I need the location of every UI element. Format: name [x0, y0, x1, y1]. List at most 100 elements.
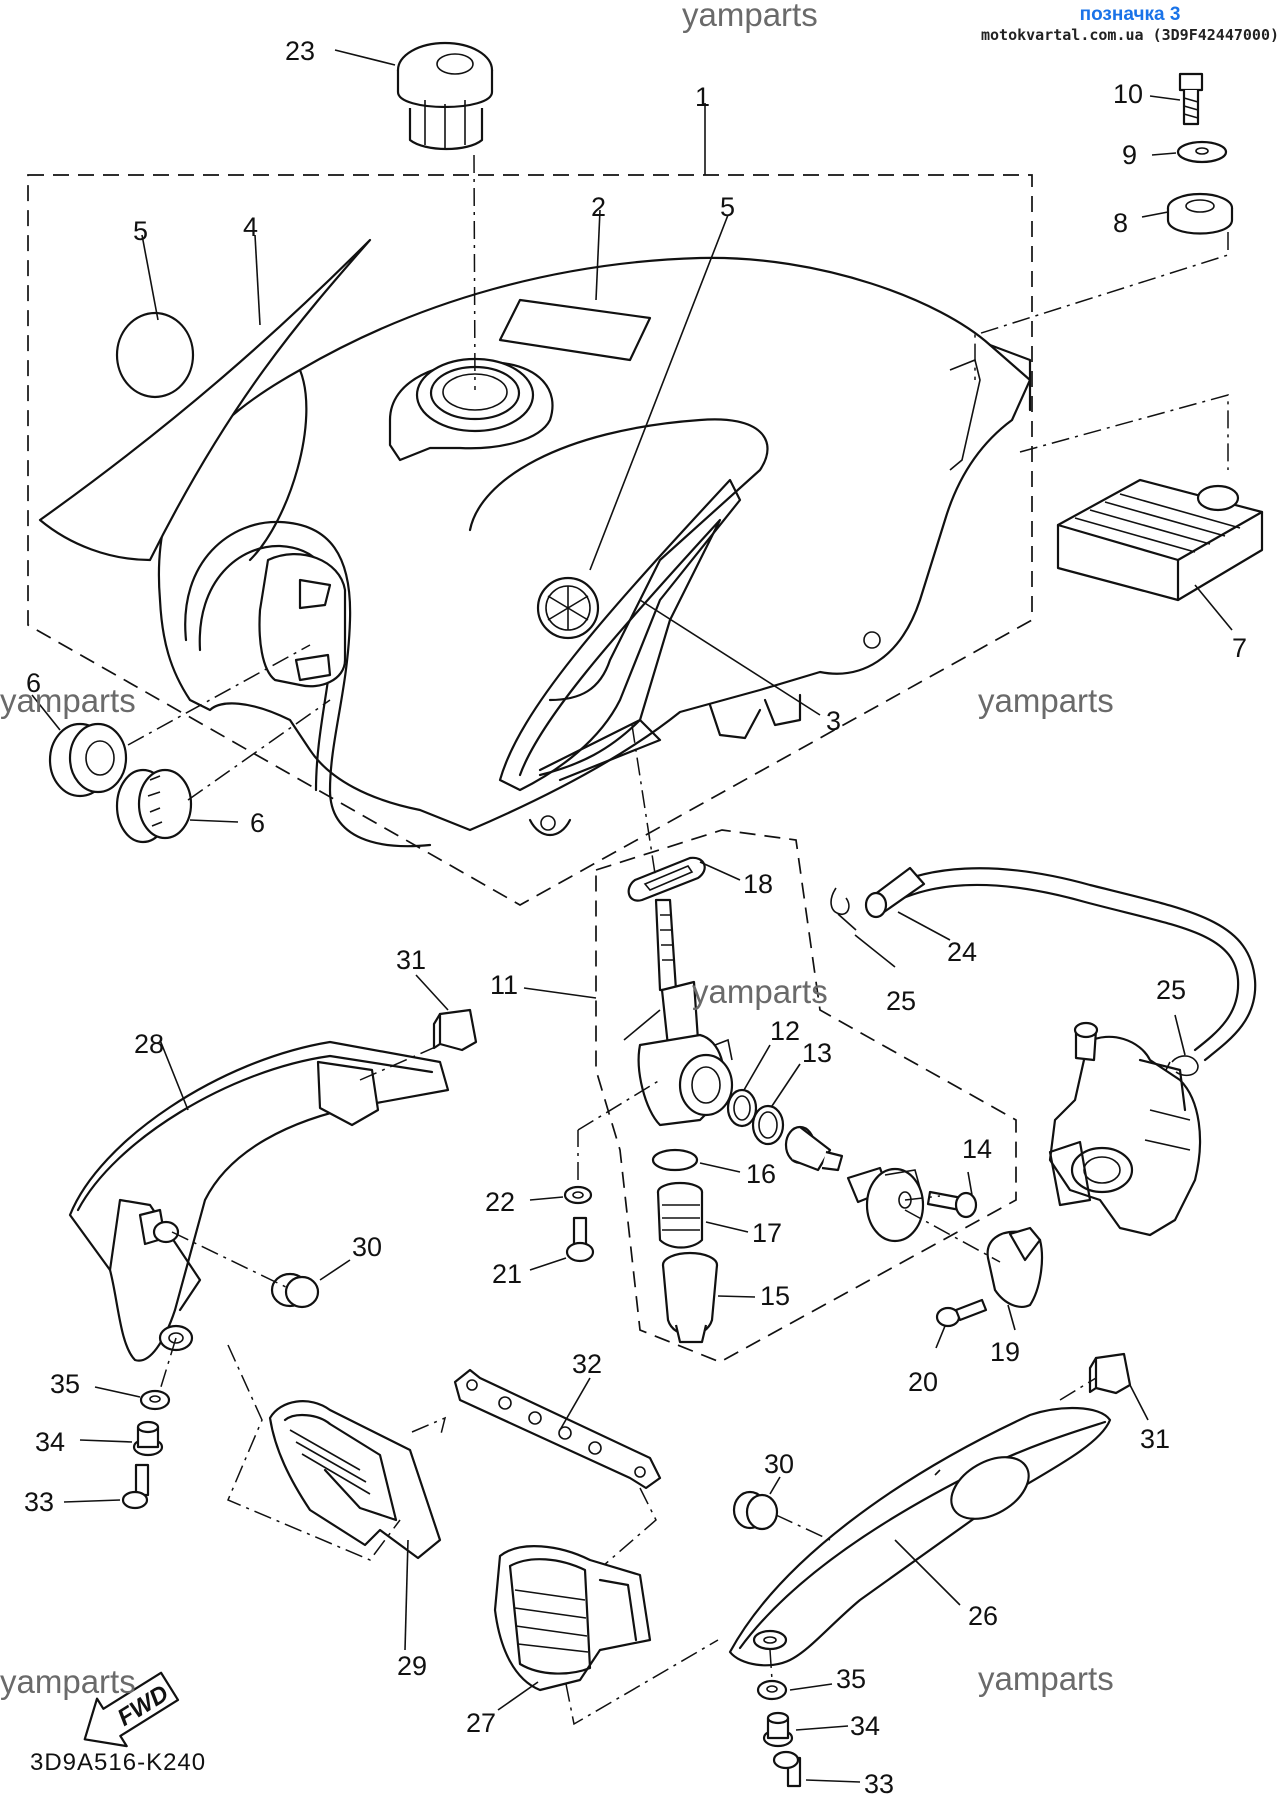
fuel-cap	[396, 41, 494, 150]
callout-22: 22	[485, 1187, 515, 1217]
callout-29: 29	[397, 1651, 427, 1681]
o-ring-16	[651, 1148, 699, 1172]
damper-6-b	[115, 768, 193, 844]
header-source: motokvartal.com.ua (3D9F42447000)	[980, 26, 1279, 44]
callout-25: 25	[1156, 975, 1186, 1005]
collar-34-b	[762, 1711, 794, 1748]
callout-30: 30	[352, 1232, 382, 1262]
diagram-code: 3D9A516-K240	[30, 1749, 206, 1776]
pad-mount-line	[1019, 394, 1229, 470]
callout-4: 4	[243, 212, 258, 242]
watermark: yamparts	[0, 682, 136, 719]
carburetor	[1048, 1021, 1202, 1237]
callout-3: 3	[826, 706, 841, 736]
watermark: yamparts	[978, 1660, 1114, 1697]
o-ring-13	[751, 1104, 785, 1146]
washer-22	[563, 1185, 593, 1205]
fuel-cock-boundary	[595, 829, 1017, 1363]
callout-19: 19	[990, 1337, 1020, 1367]
damper-mount-line	[974, 232, 1229, 380]
clip-31-b	[1088, 1352, 1132, 1395]
fuel-lever-19	[986, 1226, 1044, 1308]
callout-labels: 1 2 3 4 5 5 6 6 7 8 9 10 11 12 13 14 15 …	[24, 36, 1247, 1799]
fuel-tank	[157, 256, 1032, 848]
air-duct-29	[268, 1400, 442, 1560]
callout-23: 23	[285, 36, 315, 66]
callout-2: 2	[591, 192, 606, 222]
grommet-30-a	[270, 1272, 320, 1309]
callout-6: 6	[26, 668, 41, 698]
callout-5: 5	[720, 192, 735, 222]
side-cover-26	[728, 1407, 1112, 1667]
callout-1: 1	[695, 82, 710, 112]
gasket-18	[627, 856, 706, 902]
callout-17: 17	[752, 1218, 782, 1248]
grommet-30-b	[732, 1490, 779, 1531]
callout-13: 13	[802, 1038, 832, 1068]
caution-label	[115, 311, 195, 399]
callout-8: 8	[1113, 208, 1128, 238]
hose-clip-25-b	[1165, 1055, 1199, 1077]
callout-33: 33	[864, 1769, 894, 1799]
tank-assembly-boundary	[27, 174, 1033, 906]
tank-decal-stripe	[38, 238, 372, 562]
callout-35: 35	[50, 1369, 80, 1399]
fuel-filter-17	[656, 1181, 704, 1249]
callout-25: 25	[886, 986, 916, 1016]
bolt-10	[1178, 72, 1204, 126]
callout-32: 32	[572, 1349, 602, 1379]
callout-27: 27	[466, 1708, 496, 1738]
callout-35: 35	[836, 1664, 866, 1694]
callout-26: 26	[968, 1601, 998, 1631]
callout-31: 31	[1140, 1424, 1170, 1454]
hose-clip-25-a	[830, 887, 857, 931]
callout-21: 21	[492, 1259, 522, 1289]
watermark: yamparts	[692, 973, 828, 1010]
callout-10: 10	[1113, 79, 1143, 109]
callout-5: 5	[133, 216, 148, 246]
callout-34: 34	[35, 1427, 65, 1457]
callout-16: 16	[746, 1159, 776, 1189]
callout-6: 6	[250, 808, 265, 838]
callout-18: 18	[743, 869, 773, 899]
callout-12: 12	[770, 1016, 800, 1046]
callout-11: 11	[490, 970, 518, 1000]
callout-30: 30	[764, 1449, 794, 1479]
damper-6-a	[48, 722, 128, 798]
washer-35-a	[139, 1389, 171, 1411]
callout-33: 33	[24, 1487, 54, 1517]
screw-21	[565, 1216, 595, 1263]
watermark: yamparts	[682, 0, 818, 33]
watermark: yamparts	[978, 682, 1114, 719]
damper-pad-7	[1056, 478, 1264, 602]
washer-9	[1176, 140, 1228, 164]
lever-disk	[865, 1167, 925, 1243]
side-cover-28	[68, 1040, 450, 1362]
air-duct-27	[493, 1545, 652, 1692]
fuel-cock-11	[637, 898, 734, 1127]
callout-28: 28	[134, 1029, 164, 1059]
fuel-bowl-15	[661, 1251, 719, 1344]
collar-34-a	[132, 1420, 164, 1457]
bracket-32	[453, 1368, 662, 1490]
callout-7: 7	[1232, 633, 1247, 663]
cock-lever-shaft	[784, 1125, 844, 1172]
damper-8	[1166, 192, 1234, 235]
screw-14	[926, 1190, 978, 1219]
o-ring-12	[726, 1088, 758, 1128]
bolt-33-a	[121, 1463, 150, 1510]
callout-9: 9	[1122, 140, 1137, 170]
clip-31-a	[432, 1008, 478, 1052]
callout-31: 31	[396, 945, 426, 975]
bolt-33-b	[772, 1750, 802, 1788]
callout-34: 34	[850, 1711, 880, 1741]
fuel-hose-24	[864, 866, 1257, 1062]
callout-14: 14	[962, 1134, 992, 1164]
screw-20	[935, 1298, 988, 1328]
header-label: позначка 3	[1079, 4, 1181, 25]
callout-24: 24	[947, 937, 977, 967]
watermark: yamparts	[0, 1663, 136, 1700]
callout-15: 15	[760, 1281, 790, 1311]
